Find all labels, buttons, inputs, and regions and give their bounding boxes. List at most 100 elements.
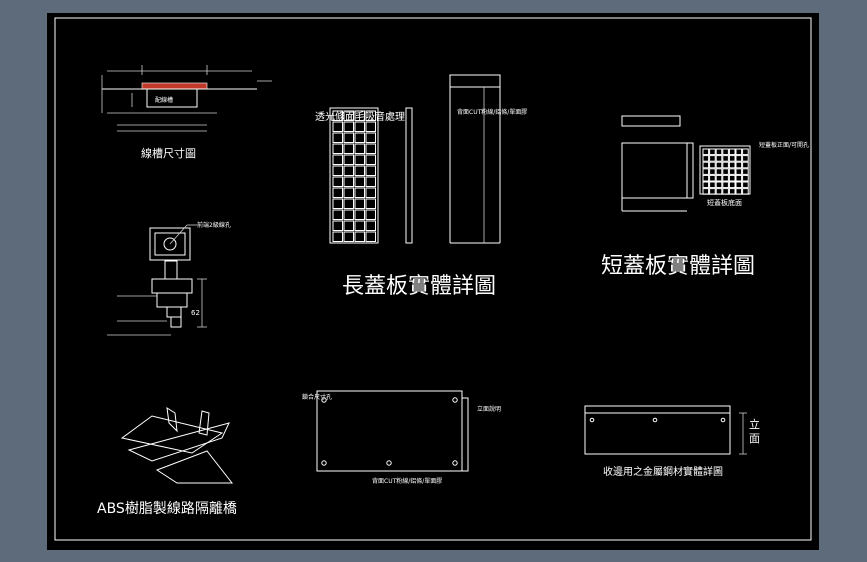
short-cover-detail: 短蓋板底面 短蓋板正面/可開孔 短蓋板實體詳圖	[601, 115, 809, 279]
grid-cell	[722, 155, 729, 162]
grid-cell	[709, 161, 716, 169]
grid-cell	[742, 174, 749, 182]
grid-cell	[354, 209, 365, 220]
grid-cell	[354, 154, 365, 165]
grid-cell	[332, 187, 343, 198]
grid-cell	[365, 220, 376, 231]
grid-cell	[722, 168, 729, 175]
grid-cell	[354, 176, 365, 187]
grid-cell	[343, 143, 354, 154]
grid-cell	[365, 198, 376, 209]
grid-cell	[715, 148, 723, 156]
grid-cell	[715, 168, 723, 175]
grid-cell	[715, 174, 723, 182]
long-cover-title: 長蓋板實體詳圖	[342, 274, 496, 299]
grid-cell	[722, 181, 729, 189]
grid-cell	[365, 110, 376, 121]
grid-cell	[709, 174, 716, 182]
grid-cell	[735, 161, 743, 169]
grid-cell	[365, 209, 376, 220]
grid-cell	[332, 121, 343, 132]
grid-cell	[742, 188, 749, 195]
cad-drawing: 配線槽 線槽尺寸圖 前端2級線孔 62 ABS樹脂製線路隔離橋	[54, 17, 812, 541]
grid-cell	[735, 148, 743, 156]
grid-cell	[728, 155, 736, 162]
grid-cell	[715, 188, 723, 195]
grid-cell	[354, 110, 365, 121]
grid-cell	[332, 165, 343, 176]
grid-cell	[343, 231, 354, 242]
grid-cell	[343, 176, 354, 187]
side-elevation-note: 立面說明	[477, 405, 501, 413]
grid-cell	[722, 161, 729, 169]
grid-cell	[343, 220, 354, 231]
grid-cell	[343, 198, 354, 209]
cut-note: 背面CUT粉線/鋁條/單面膠	[457, 108, 527, 116]
groove-title: 線槽尺寸圖	[141, 146, 196, 160]
grid-cell	[742, 181, 749, 189]
grid-cell	[709, 168, 716, 175]
grid-cell	[702, 181, 710, 189]
grid-cell	[742, 161, 749, 169]
grid-cell	[332, 209, 343, 220]
grid-cell	[728, 168, 736, 175]
grid-cell	[702, 168, 710, 175]
grid-cell	[332, 176, 343, 187]
grid-cell	[343, 132, 354, 143]
grid-cell	[728, 148, 736, 156]
grid-cell	[332, 132, 343, 143]
grid-cell	[709, 155, 716, 162]
grid-cell	[728, 181, 736, 189]
grid-cell	[365, 176, 376, 187]
abs-bridge-title: ABS樹脂製線路隔離橋	[97, 500, 237, 517]
grid-cell	[343, 110, 354, 121]
grid-cell	[702, 148, 710, 156]
grid-cell	[365, 132, 376, 143]
grid-cell	[709, 188, 716, 195]
grid-cell	[365, 154, 376, 165]
grid-cell	[354, 165, 365, 176]
grid-cell	[343, 121, 354, 132]
grid-cell	[722, 148, 729, 156]
metal-strip-title: 收邊用之金屬鋼材實體詳圖	[603, 465, 723, 478]
grid-cell	[354, 143, 365, 154]
grid-cell	[702, 161, 710, 169]
elevation-label-1: 立	[749, 417, 760, 431]
grid-cell	[702, 188, 710, 195]
grid-cell	[735, 168, 743, 175]
grid-cell	[332, 198, 343, 209]
grid-cell	[365, 165, 376, 176]
grid-cell	[354, 187, 365, 198]
grid-cell	[735, 155, 743, 162]
grid-cell	[709, 181, 716, 189]
grid-cell	[354, 220, 365, 231]
grid-cell	[343, 154, 354, 165]
grid-cell	[354, 121, 365, 132]
metal-strip: 立 面 收邊用之金屬鋼材實體詳圖	[584, 405, 760, 478]
grid-cell	[715, 161, 723, 169]
connector-detail: 前端2級線孔 62	[107, 221, 231, 336]
drawing-border	[54, 17, 812, 541]
grid-cell	[332, 231, 343, 242]
grid-cell	[365, 121, 376, 132]
dim-62: 62	[191, 309, 200, 317]
grid-cell	[365, 187, 376, 198]
grid-cell	[332, 143, 343, 154]
grid-cell	[715, 181, 723, 189]
elevation-label-2: 面	[749, 432, 760, 445]
grid-cell	[365, 143, 376, 154]
grid-cell	[702, 174, 710, 182]
grid-cell	[722, 188, 729, 195]
grid-cell	[742, 148, 749, 156]
grid-cell	[354, 132, 365, 143]
long-cover-detail: 透光條面毛吸音處理 背面CUT粉線/鋁條/單面膠 長蓋板實體詳圖	[315, 74, 527, 299]
grid-cell	[365, 231, 376, 242]
grid-cell	[343, 209, 354, 220]
grid-cell	[728, 161, 736, 169]
grid-cell	[702, 155, 710, 162]
grid-cell	[742, 168, 749, 175]
grid-cell	[332, 110, 343, 121]
short-cover-title: 短蓋板實體詳圖	[601, 254, 755, 279]
cad-drawing-canvas: 配線槽 線槽尺寸圖 前端2級線孔 62 ABS樹脂製線路隔離橋	[47, 13, 819, 550]
grid-cell	[715, 155, 723, 162]
